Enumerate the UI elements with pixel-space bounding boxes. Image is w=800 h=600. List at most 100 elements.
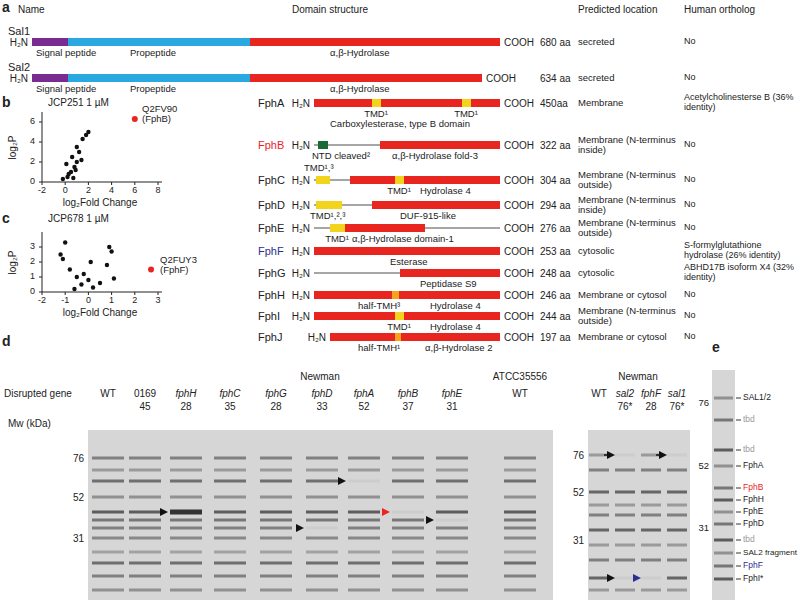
marker-mass: 31 xyxy=(73,533,84,544)
domain-label: Propeptide xyxy=(130,84,176,94)
gel-band xyxy=(260,496,292,499)
tick-mark xyxy=(158,182,159,185)
band-arrow xyxy=(160,508,168,516)
axis-title: log₂P xyxy=(8,250,19,274)
axis-line xyxy=(42,292,162,293)
terminus-label: H₂N xyxy=(292,200,310,211)
leader-line xyxy=(736,553,741,554)
band-label: tbd xyxy=(743,445,755,454)
domain-label: TMD¹ xyxy=(387,186,411,196)
gel-band xyxy=(392,480,424,483)
terminus-label: COOH xyxy=(486,73,516,84)
gel-band xyxy=(92,457,124,460)
data-point xyxy=(66,172,70,176)
gel-band xyxy=(170,519,202,522)
predicted-mass: 28 xyxy=(645,401,656,412)
gel-image xyxy=(712,370,735,600)
data-point xyxy=(75,275,79,279)
lane-label: fphB xyxy=(398,388,419,399)
domain-label: α,β-Hydrolase domain-1 xyxy=(352,234,454,244)
domain-segment xyxy=(392,291,399,299)
gel-band xyxy=(714,499,733,502)
protein-name: FphJ xyxy=(258,331,282,343)
axis-line xyxy=(42,182,162,183)
gel-band xyxy=(92,537,124,540)
gel-band xyxy=(214,537,246,540)
ortholog-text: No xyxy=(684,332,797,342)
gel-band xyxy=(214,480,246,483)
tick-label: 3 xyxy=(155,296,160,306)
gel-band xyxy=(92,469,124,472)
gel-band xyxy=(260,589,292,592)
location-text: Membrane or cytosol xyxy=(578,290,682,300)
domain-segment xyxy=(462,99,471,107)
terminus-label: COOH xyxy=(504,98,534,109)
data-point xyxy=(109,249,113,253)
domain-label: Peptidase S9 xyxy=(420,279,477,289)
band-label: tbd xyxy=(743,415,755,424)
tick-mark xyxy=(39,247,42,248)
tick-label: 2 xyxy=(30,157,35,167)
leader-line xyxy=(736,420,741,421)
gel-band xyxy=(260,457,292,460)
lane-label: sal1 xyxy=(668,388,686,399)
domain-label: Esterase xyxy=(390,257,428,267)
gel-band xyxy=(615,589,635,592)
terminus-label: H₂N xyxy=(292,140,310,151)
gel-band xyxy=(306,480,338,483)
band-arrow xyxy=(633,574,641,582)
data-point xyxy=(89,260,93,264)
domain-label: Hydrolase 4 xyxy=(420,186,471,196)
gel-band xyxy=(392,575,424,578)
data-point xyxy=(61,177,65,181)
gel-band xyxy=(129,527,161,530)
protein-length: 322 aa xyxy=(540,140,571,151)
marker-mass: 76 xyxy=(573,450,584,461)
terminus-label: H₂N xyxy=(292,246,310,257)
leader-line xyxy=(736,579,741,580)
domain-label: α,β-Hydrolase fold-3 xyxy=(392,151,478,161)
domain-label: Signal peptide xyxy=(36,48,96,58)
protein-name: FphE xyxy=(258,222,284,234)
gel-band xyxy=(436,575,468,578)
gel-band xyxy=(641,504,661,507)
terminus-label: H₂N xyxy=(10,37,28,48)
gel-band xyxy=(214,469,246,472)
terminus-label: COOH xyxy=(504,200,534,211)
gel-band xyxy=(129,480,161,483)
gel-band xyxy=(92,562,124,565)
tick-label: 1 xyxy=(109,296,114,306)
gel-band xyxy=(436,551,468,554)
marker-mass: 52 xyxy=(573,487,584,498)
domain-segment xyxy=(250,38,500,46)
predicted-mass: 33 xyxy=(316,401,327,412)
terminus-label: H₂N xyxy=(292,268,310,279)
gel-band xyxy=(641,577,661,580)
gel-band xyxy=(214,457,246,460)
tick-label: 0 xyxy=(86,296,91,306)
gel-band xyxy=(306,551,338,554)
gel-band xyxy=(348,527,380,530)
terminus-label: H₂N xyxy=(292,311,310,322)
data-point xyxy=(77,150,81,154)
gel-band xyxy=(436,480,468,483)
domain-segment xyxy=(68,74,250,82)
plot-title: JCP251 1 µM xyxy=(48,97,109,108)
gel-band xyxy=(615,469,635,472)
tick-mark xyxy=(111,182,112,185)
predicted-mass: 35 xyxy=(224,401,235,412)
point-label: Q2FUY3 (FphF) xyxy=(160,255,220,276)
terminus-label: COOH xyxy=(504,223,534,234)
tick-mark xyxy=(42,182,43,185)
domain-label: TMD¹ xyxy=(325,234,349,244)
data-point xyxy=(79,158,83,162)
gel-band xyxy=(714,487,733,490)
terminus-label: COOH xyxy=(504,332,534,343)
data-point xyxy=(64,162,68,166)
predicted-mass: 28 xyxy=(180,401,191,412)
gel-band xyxy=(641,491,661,494)
band-label: FphA xyxy=(743,461,763,470)
gel-band xyxy=(589,544,609,547)
data-point xyxy=(75,145,79,149)
domain-label: TMD¹ xyxy=(364,109,388,119)
